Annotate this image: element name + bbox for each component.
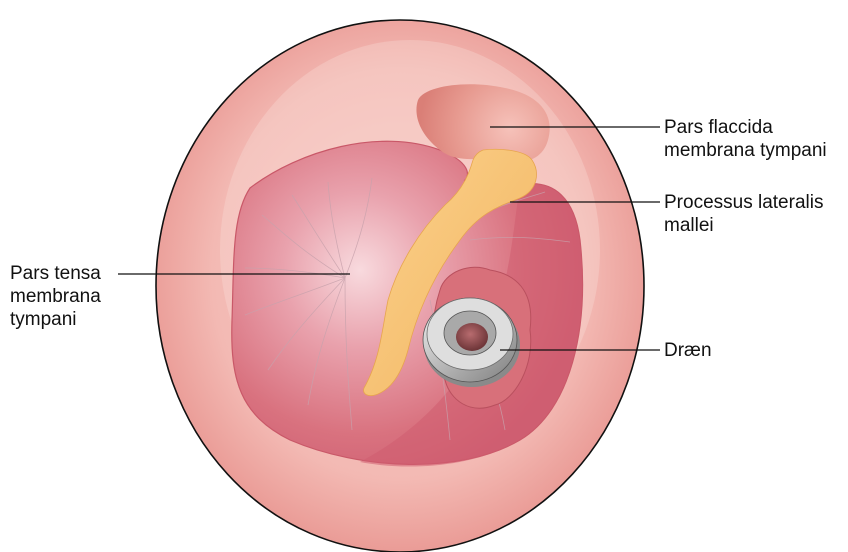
label-pars-tensa: Pars tensa membrana tympani bbox=[10, 262, 101, 331]
label-pars-flaccida-line-1: Pars flaccida bbox=[664, 116, 827, 139]
drain-lumen bbox=[456, 323, 488, 351]
label-pars-flaccida-line-2: membrana tympani bbox=[664, 139, 827, 162]
label-draen: Dræn bbox=[664, 339, 712, 362]
label-draen-line-1: Dræn bbox=[664, 339, 712, 362]
label-pars-tensa-line-1: Pars tensa bbox=[10, 262, 101, 285]
label-pars-tensa-line-3: tympani bbox=[10, 308, 101, 331]
label-pars-flaccida: Pars flaccida membrana tympani bbox=[664, 116, 827, 162]
label-processus-lateralis-line-2: mallei bbox=[664, 214, 823, 237]
label-processus-lateralis-line-1: Processus lateralis bbox=[664, 191, 823, 214]
label-pars-tensa-line-2: membrana bbox=[10, 285, 101, 308]
label-processus-lateralis: Processus lateralis mallei bbox=[664, 191, 823, 237]
